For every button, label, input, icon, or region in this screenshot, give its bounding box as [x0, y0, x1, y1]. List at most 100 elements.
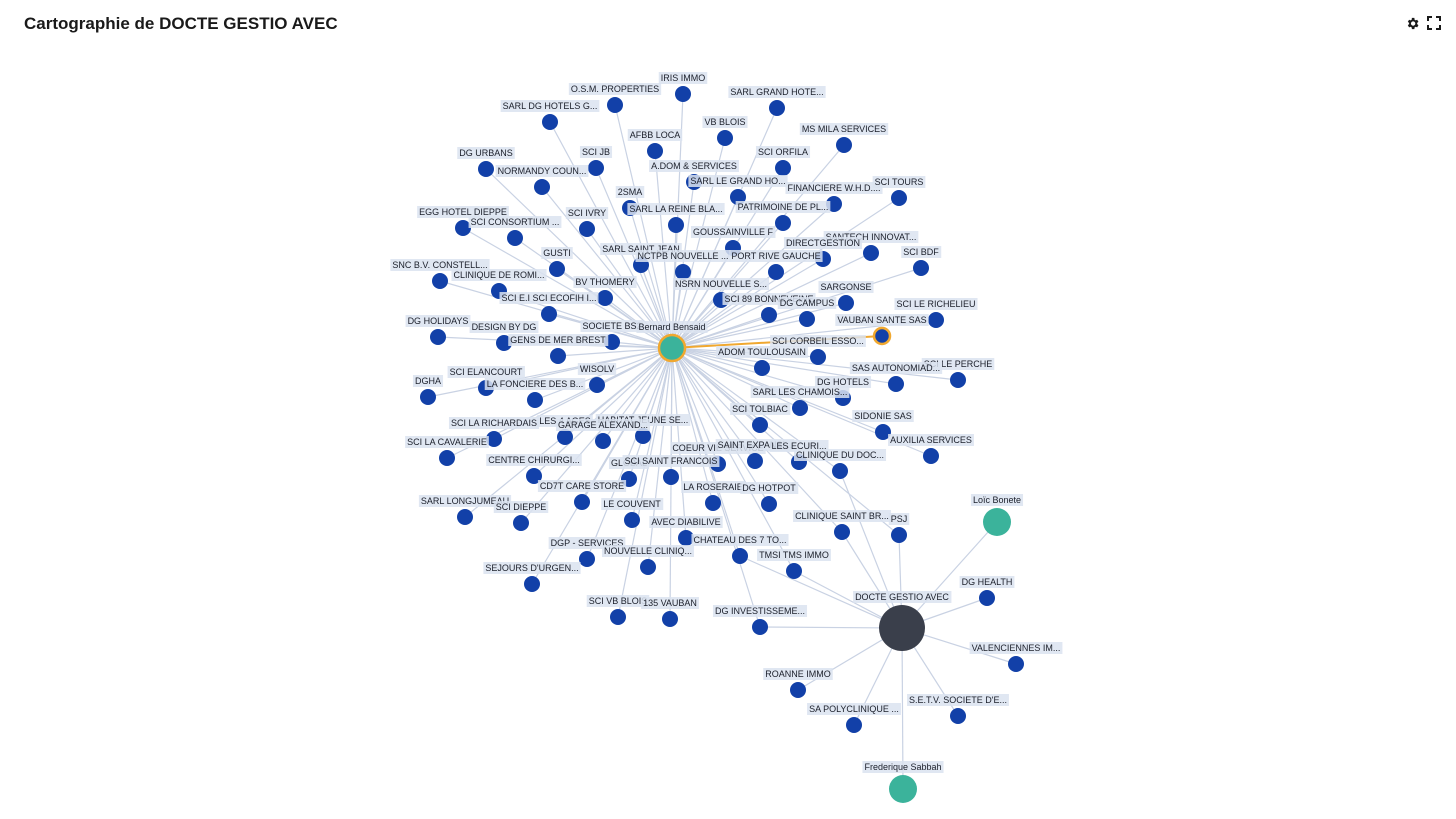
node-circle[interactable] — [928, 312, 944, 328]
graph-node-afbb[interactable]: AFBB LOCA — [627, 129, 683, 159]
graph-node-scijb[interactable]: SCI JB — [579, 146, 613, 176]
node-circle[interactable] — [846, 717, 862, 733]
graph-node-dgholidays[interactable]: DG HOLIDAYS — [405, 315, 471, 345]
graph-node-roanne[interactable]: ROANNE IMMO — [763, 668, 833, 698]
graph-node-scivbblois[interactable]: SCI VB BLOIS — [586, 595, 650, 625]
node-circle[interactable] — [768, 264, 784, 280]
node-circle[interactable] — [950, 372, 966, 388]
node-circle[interactable] — [662, 611, 678, 627]
node-circle[interactable] — [889, 775, 917, 803]
node-circle[interactable] — [923, 448, 939, 464]
node-circle[interactable] — [752, 619, 768, 635]
graph-node-gusti[interactable]: GUSTI — [541, 247, 573, 277]
node-circle[interactable] — [717, 130, 733, 146]
graph-node-chateau[interactable]: CHATEAU DES 7 TO... — [691, 534, 789, 564]
graph-node-dgurbans[interactable]: DG URBANS — [457, 147, 515, 177]
node-circle[interactable] — [432, 273, 448, 289]
node-circle[interactable] — [761, 496, 777, 512]
graph-node-designbydg[interactable]: DESIGN BY DG — [469, 321, 539, 351]
graph-node-bernard[interactable]: Bernard Bensaid — [636, 321, 708, 363]
graph-node-setv[interactable]: S.E.T.V. SOCIETE D'E... — [907, 694, 1009, 724]
graph-node-iris[interactable]: IRIS IMMO — [658, 72, 708, 102]
node-circle[interactable] — [888, 376, 904, 392]
graph-node-normandy[interactable]: NORMANDY COUN... — [495, 165, 589, 195]
graph-node-docte[interactable]: DOCTE GESTIO AVEC — [853, 591, 952, 651]
graph-node-dginvest[interactable]: DG INVESTISSEME... — [712, 605, 808, 635]
graph-node-scieiecofih[interactable]: SCI E.I SCI ECOFIH I... — [499, 292, 599, 322]
graph-node-dgcampus[interactable]: DG CAMPUS — [777, 297, 837, 327]
node-circle[interactable] — [486, 431, 502, 447]
graph-node-lecouvent[interactable]: LE COUVENT — [601, 498, 664, 528]
node-circle[interactable] — [527, 392, 543, 408]
graph-node-egghotel[interactable]: EGG HOTEL DIEPPE — [417, 206, 509, 236]
node-circle[interactable] — [775, 215, 791, 231]
graph-node-scisaintfrancois[interactable]: SCI SAINT FRANCOIS — [622, 455, 720, 485]
node-circle[interactable] — [574, 494, 590, 510]
graph-node-dghotpot[interactable]: DG HOTPOT — [740, 482, 799, 512]
graph-node-dghealth[interactable]: DG HEALTH — [959, 576, 1015, 606]
graph-node-lafonciere[interactable]: LA FONCIERE DES B... — [484, 378, 586, 408]
node-circle[interactable] — [668, 217, 684, 233]
graph-node-auxilia[interactable]: AUXILIA SERVICES — [888, 434, 974, 464]
node-circle[interactable] — [589, 377, 605, 393]
node-circle[interactable] — [610, 609, 626, 625]
node-circle[interactable] — [832, 463, 848, 479]
graph-node-vbblois[interactable]: VB BLOIS — [702, 116, 748, 146]
graph-node-gensdemer[interactable]: GENS DE MER BREST — [508, 334, 609, 364]
graph-node-sciivry[interactable]: SCI IVRY — [565, 207, 609, 237]
node-circle[interactable] — [792, 400, 808, 416]
node-circle[interactable] — [747, 453, 763, 469]
graph-node-laroseraie[interactable]: LA ROSERAIE — [681, 481, 745, 511]
graph-node-adomtoulousain[interactable]: ADOM TOULOUSAIN — [716, 346, 808, 376]
node-circle[interactable] — [769, 100, 785, 116]
graph-node-scicorbeil[interactable]: SCI CORBEIL ESSO... — [770, 335, 866, 365]
graph-node-psj[interactable]: PSJ — [888, 513, 910, 543]
node-circle[interactable] — [541, 306, 557, 322]
graph-node-vaubansante[interactable]: VAUBAN SANTE SAS — [835, 314, 929, 346]
graph-node-sasautonomiad[interactable]: SAS AUTONOMIAD... — [849, 362, 943, 392]
node-circle[interactable] — [754, 360, 770, 376]
node-circle[interactable] — [752, 417, 768, 433]
graph-node-bvthomery[interactable]: BV THOMERY — [573, 276, 637, 306]
graph-node-scilerichelieu[interactable]: SCI LE RICHELIEU — [894, 298, 978, 328]
node-circle[interactable] — [657, 333, 687, 363]
node-circle[interactable] — [549, 261, 565, 277]
graph-node-sarllegrandho[interactable]: SARL LE GRAND HO... — [688, 175, 788, 205]
node-circle[interactable] — [761, 307, 777, 323]
graph-node-garage[interactable]: GARAGE ALEXAND... — [555, 419, 651, 449]
graph-node-nctpb[interactable]: NCTPB NOUVELLE ... — [635, 250, 731, 280]
node-circle[interactable] — [678, 530, 694, 546]
node-circle[interactable] — [834, 524, 850, 540]
graph-node-sapolyclinique[interactable]: SA POLYCLINIQUE ... — [807, 703, 901, 733]
node-circle[interactable] — [775, 160, 791, 176]
node-circle[interactable] — [579, 551, 595, 567]
node-circle[interactable] — [863, 245, 879, 261]
graph-node-tmsi[interactable]: TMSI TMS IMMO — [757, 549, 831, 579]
graph-node-scitours[interactable]: SCI TOURS — [872, 176, 926, 206]
graph-node-nouvelleclini[interactable]: NOUVELLE CLINIQ... — [601, 545, 695, 575]
node-circle[interactable] — [457, 509, 473, 525]
graph-node-dgha[interactable]: DGHA — [412, 375, 444, 405]
node-circle[interactable] — [799, 311, 815, 327]
node-circle[interactable] — [588, 160, 604, 176]
node-circle[interactable] — [810, 349, 826, 365]
graph-node-avecdiabilive[interactable]: AVEC DIABILIVE — [649, 516, 723, 546]
graph-node-portrive[interactable]: PORT RIVE GAUCHE — [729, 250, 823, 280]
node-circle[interactable] — [607, 97, 623, 113]
node-circle[interactable] — [663, 469, 679, 485]
fullscreen-icon[interactable] — [1426, 14, 1442, 32]
graph-node-sarlleschamois[interactable]: SARL LES CHAMOIS... — [750, 386, 850, 416]
graph-node-sidonie[interactable]: SIDONIE SAS — [852, 410, 914, 440]
graph-node-patrimoine[interactable]: PATRIMOINE DE PL... — [735, 201, 831, 231]
node-circle[interactable] — [913, 260, 929, 276]
graph-node-135vauban[interactable]: 135 VAUBAN — [641, 597, 699, 627]
node-circle[interactable] — [478, 161, 494, 177]
graph-node-sarlgrandhote[interactable]: SARL GRAND HOTE... — [728, 86, 826, 116]
node-circle[interactable] — [675, 264, 691, 280]
node-circle[interactable] — [891, 190, 907, 206]
node-circle[interactable] — [557, 429, 573, 445]
graph-node-scilarichardais[interactable]: SCI LA RICHARDAIS — [448, 417, 540, 447]
node-circle[interactable] — [430, 329, 446, 345]
node-circle[interactable] — [542, 114, 558, 130]
